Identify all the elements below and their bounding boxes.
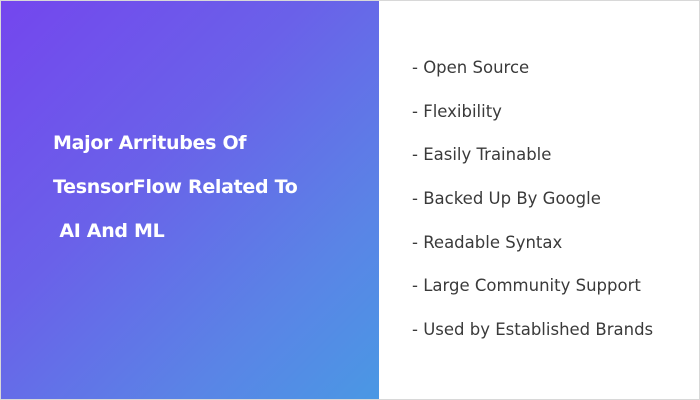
headline-line-1: Major Arritubes Of <box>53 132 247 154</box>
feature-item-readable-syntax: - Readable Syntax <box>412 232 563 252</box>
feature-item-easily-trainable: - Easily Trainable <box>412 145 552 165</box>
features-panel: - Open Source - Flexibility - Easily Tra… <box>379 1 699 399</box>
feature-item-open-source: - Open Source <box>412 58 530 77</box>
headline-line-3: AI And ML <box>53 220 165 242</box>
feature-item-community-support: - Large Community Support <box>412 276 641 296</box>
headline: Major Arritubes Of TesnsorFlow Related T… <box>53 121 298 253</box>
feature-item-established-brands: - Used by Established Brands <box>412 320 654 340</box>
feature-item-backed-by-google: - Backed Up By Google <box>412 189 601 209</box>
gradient-panel: Major Arritubes Of TesnsorFlow Related T… <box>1 1 379 399</box>
feature-item-flexibility: - Flexibility <box>412 101 502 121</box>
feature-list: - Open Source - Flexibility - Easily Tra… <box>412 56 653 362</box>
headline-line-2: TesnsorFlow Related To <box>53 176 298 198</box>
